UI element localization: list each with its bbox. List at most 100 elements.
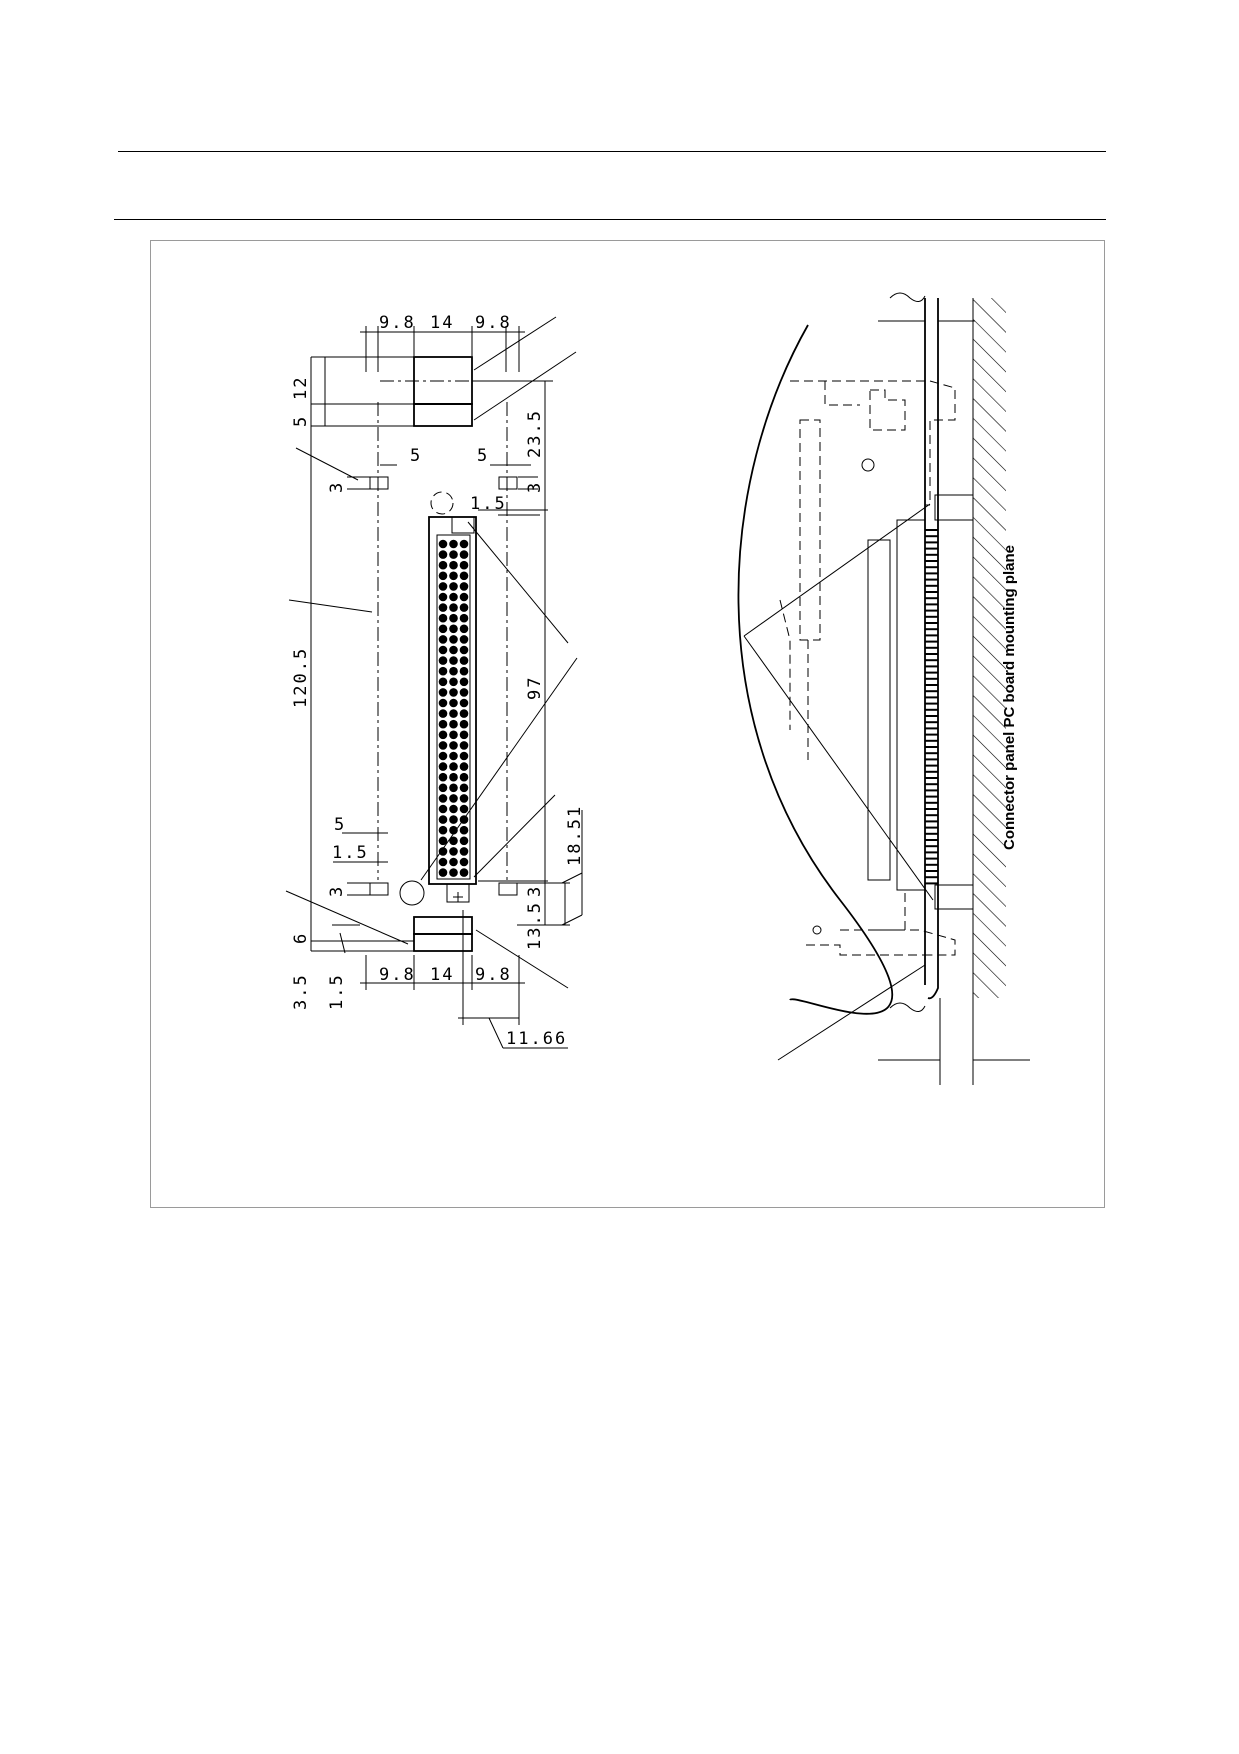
side-section-view: Connector panel PC board mounting plane [737, 292, 1030, 1085]
connector-pin [438, 666, 448, 676]
connector-pin [459, 730, 469, 740]
dim-tab-5-right: 5 [477, 446, 489, 466]
connector-pin [449, 857, 458, 867]
connector-pin [449, 698, 458, 708]
tab-upper-left [369, 476, 389, 490]
connector-pin [449, 677, 458, 687]
connector-pin [449, 815, 458, 824]
dim-top-5: 5 [291, 415, 311, 427]
connector-pin [449, 645, 458, 655]
connector-pin [438, 560, 448, 570]
guide-pin-bottom [399, 880, 425, 906]
pin-grid [438, 539, 469, 877]
connector-pin [449, 656, 458, 665]
connector-pin [459, 592, 469, 602]
connector-pin [438, 688, 448, 697]
mounting-plane-label: Connector panel PC board mounting plane [1001, 545, 1018, 850]
connector-pin [459, 560, 469, 570]
dim-bot-9-8-right: 9.8 [475, 965, 512, 985]
connector-pin [459, 836, 469, 846]
connector-pin [438, 550, 448, 559]
dim-low-5: 5 [334, 815, 346, 835]
bottom-guide-hatched [413, 933, 473, 952]
connector-pin [438, 613, 448, 623]
dim-bot-14: 14 [430, 965, 454, 985]
connector-pin [459, 783, 469, 793]
connector-pin [459, 539, 469, 549]
connector-pin [459, 709, 469, 718]
connector-housing-side [867, 539, 891, 881]
connector-pin [438, 645, 448, 655]
connector-pin [459, 825, 469, 835]
dim-tab-3-right: 3 [525, 481, 545, 493]
connector-pin [438, 582, 448, 591]
tab-upper-right [498, 476, 518, 490]
connector-pin [449, 783, 458, 793]
dim-23-5: 23.5 [525, 409, 545, 458]
dim-top-12: 12 [291, 376, 311, 400]
connector-pin [449, 539, 458, 549]
contact-teeth [925, 529, 938, 885]
connector-pin [459, 847, 469, 856]
dim-3-5: 3.5 [291, 973, 311, 1010]
dim-low-1-5-vert: 1.5 [327, 973, 347, 1010]
connector-pin [459, 857, 469, 867]
connector-pin [449, 666, 458, 676]
connector-pin [449, 772, 458, 782]
connector-pin [438, 677, 448, 687]
break-curve [737, 324, 894, 1015]
connector-pin [449, 825, 458, 835]
connector-pin [449, 592, 458, 602]
connector-footprint-view: 9.8 14 9.8 12 5 23.5 5 5 3 3 1.5 120.5 9… [285, 313, 585, 1049]
dim-top-14: 14 [430, 313, 454, 333]
connector-pin [459, 698, 469, 708]
connector-pin [459, 666, 469, 676]
dim-11-66: 11.66 [506, 1029, 567, 1049]
connector-pin [449, 804, 458, 814]
connector-pin [449, 868, 458, 877]
connector-pin [438, 836, 448, 846]
connector-pin [459, 656, 469, 665]
connector-pin [459, 571, 469, 581]
connector-pin [459, 677, 469, 687]
connector-pin [449, 688, 458, 697]
connector-pin [459, 635, 469, 644]
dim-6: 6 [291, 932, 311, 944]
connector-pin [459, 582, 469, 591]
dim-18-51: 18.51 [565, 805, 585, 866]
connector-pin [438, 656, 448, 665]
connector-pin [438, 815, 448, 824]
connector-pin [449, 635, 458, 644]
dim-tab-3-left: 3 [327, 481, 347, 493]
connector-pin [438, 730, 448, 740]
mount-spacer-top [934, 494, 974, 521]
pc-board [927, 298, 939, 1000]
connector-pin [449, 847, 458, 856]
dim-top-9-8-right: 9.8 [475, 313, 512, 333]
connector-pin [438, 709, 448, 718]
connector-pin [449, 603, 458, 612]
connector-pin [438, 857, 448, 867]
connector-pin [459, 603, 469, 612]
connector-pin [438, 624, 448, 634]
connector-pin [449, 582, 458, 591]
dim-97: 97 [525, 676, 545, 700]
connector-pin [449, 719, 458, 729]
connector-pin [438, 741, 448, 750]
connector-pin [449, 762, 458, 771]
tab-lower-right [498, 882, 518, 896]
connector-pin [438, 719, 448, 729]
connector-pin [438, 772, 448, 782]
connector-pin [438, 751, 448, 761]
connector-pin [449, 560, 458, 570]
connector-pin [449, 751, 458, 761]
connector-pin [438, 762, 448, 771]
connector-pin [438, 804, 448, 814]
panel-wall-hatch [973, 298, 1006, 998]
connector-pin [459, 762, 469, 771]
dim-tab-5-left: 5 [410, 446, 422, 466]
connector-pin [459, 794, 469, 803]
connector-pin [449, 571, 458, 581]
connector-pin [459, 719, 469, 729]
